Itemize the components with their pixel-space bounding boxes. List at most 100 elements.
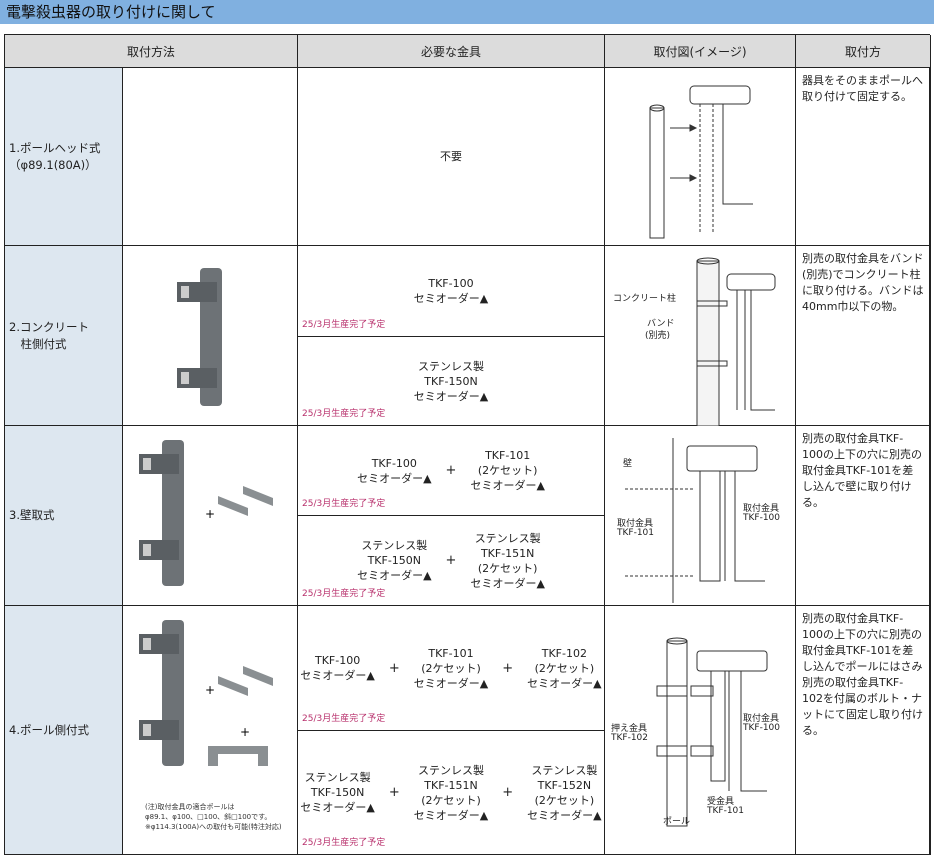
part-line: (2ケセット): [534, 661, 595, 675]
part-group: TKF-100 セミオーダー▲: [300, 653, 374, 683]
product-image-cell: [123, 68, 298, 246]
part-line: TKF-100: [315, 654, 361, 667]
part-line: (2ケセット): [477, 561, 538, 575]
method-cell: 4.ポール側付式: [5, 606, 123, 855]
part-line: ステンレス製: [304, 771, 371, 784]
instructions-text: 別売の取付金具をバンド(別売)でコンクリート柱に取り付ける。バンドは40mm巾以…: [802, 252, 924, 313]
part-group: TKF-102(2ケセット)セミオーダー▲: [527, 646, 601, 691]
production-end-note: 25/3月生産完了予定: [302, 714, 386, 724]
header-label: 取付方法: [126, 44, 175, 59]
plus-sign: +: [502, 785, 514, 800]
method-label: 4.ポール側付式: [9, 722, 89, 737]
svg-text:+: +: [240, 725, 250, 739]
part-line: (2ケセット): [477, 464, 538, 477]
production-end-note: 25/3月生産完了予定: [302, 320, 386, 330]
part-line: ステンレス製: [418, 359, 484, 373]
method-label: 3.壁取式: [9, 508, 55, 522]
part-line: セミオーダー▲: [527, 676, 602, 690]
instructions-cell: 別売の取付金具をバンド(別売)でコンクリート柱に取り付ける。バンドは40mm巾以…: [796, 246, 931, 426]
part-line: セミオーダー▲: [300, 669, 375, 682]
plus-sign: +: [388, 660, 400, 676]
part-group: TKF-101(2ケセット)セミオーダー▲: [470, 448, 544, 493]
diagram-label: バンド: [647, 319, 675, 329]
method-label: 1.ポールヘッド式: [9, 140, 101, 155]
svg-text:+: +: [205, 683, 215, 697]
part-line: TKF-151N: [480, 546, 535, 560]
instructions-cell: 器具をそのままポールへ取り付けて固定する。: [796, 68, 931, 246]
diagram-label: 押え金具: [611, 724, 648, 734]
instructions-text: 別売の取付金具TKF-100の上下の穴に別売の取付金具TKF-101を差し込んで…: [802, 612, 923, 737]
bracket-photo: +: [139, 440, 273, 586]
part-line: セミオーダー▲: [470, 576, 545, 590]
part-line: ステンレス製: [361, 539, 428, 552]
diagram-label: 受金具: [707, 797, 735, 807]
part-line: (2ケセット): [421, 793, 481, 807]
footnote-line: φ89.1、φ100、□100、斜□100です。: [145, 813, 272, 821]
part-group: ステンレス製 TKF-150N セミオーダー▲: [300, 770, 374, 815]
bracket-photo: ++: [139, 620, 273, 766]
part-line: (2ケセット): [534, 793, 595, 807]
diagram-label: ポール: [663, 817, 691, 827]
diagram-label: TKF-100: [743, 513, 781, 523]
part-line: ステンレス製: [474, 531, 541, 545]
parts-cell: 不要: [298, 68, 605, 246]
part-group: TKF-101(2ケセット)セミオーダー▲: [414, 646, 488, 691]
part-line: セミオーダー▲: [413, 808, 489, 822]
header-label: 取付方: [844, 44, 881, 59]
part-line: セミオーダー▲: [413, 292, 489, 305]
diagram-cell: コンクリート柱バンド(別売): [605, 246, 796, 426]
header-cell: 必要な金具: [298, 35, 605, 68]
diagram-label: 取付金具: [743, 504, 780, 514]
bracket-photo: [177, 268, 222, 406]
part-line: TKF-152N: [537, 778, 592, 792]
instructions-text: 別売の取付金具TKF-100の上下の穴に別売の取付金具TKF-101を差し込んで…: [802, 432, 922, 509]
diagram-label: TKF-101: [617, 528, 655, 538]
part-line: TKF-100: [428, 277, 474, 290]
part-line: TKF-102: [541, 646, 587, 660]
part-line: ステンレス製: [531, 763, 598, 777]
part-line: セミオーダー▲: [300, 801, 375, 814]
header-cell: 取付方: [796, 35, 931, 68]
part-line: セミオーダー▲: [357, 471, 432, 485]
page-title: 電撃殺虫器の取り付けに関して: [0, 0, 934, 24]
method-cell: 3.壁取式: [5, 426, 123, 606]
method-label: （φ89.1(80A)）: [9, 157, 97, 172]
diagram-label: 取付金具: [617, 519, 654, 529]
diagram-label: 壁: [623, 459, 633, 469]
installation-diagram: [625, 438, 765, 603]
diagram-label: 取付金具: [743, 714, 780, 724]
plus-sign: +: [388, 785, 400, 800]
header-label: 取付図(イメージ): [653, 44, 747, 59]
header-cell: 取付図(イメージ): [605, 35, 796, 68]
part-line: TKF-150N: [367, 554, 422, 567]
part-line: セミオーダー▲: [470, 479, 545, 492]
mounting-table: 取付方法 必要な金具 取付図(イメージ) 取付方 1.ポールヘッド式 （φ89.1(80A…: [4, 34, 931, 855]
part-line: (2ケセット): [421, 661, 481, 675]
parts-none: 不要: [440, 150, 462, 163]
part-line: セミオーダー▲: [527, 808, 602, 822]
diagram-label: TKF-101: [707, 806, 745, 816]
production-end-note: 25/3月生産完了予定: [302, 589, 386, 599]
part-group: TKF-100 セミオーダー▲: [414, 276, 488, 306]
diagram-label: (別売): [645, 331, 671, 341]
part-line: TKF-150N: [310, 786, 365, 799]
method-cell: 2.コンクリート 柱側付式: [5, 246, 123, 426]
header-label: 必要な金具: [420, 44, 481, 59]
footnote-line: (注)取付金具の適合ポールは: [145, 803, 235, 811]
part-line: セミオーダー▲: [413, 389, 489, 403]
product-image-cell: [123, 246, 298, 426]
diagram-cell: [605, 68, 796, 246]
installation-diagram: [696, 257, 776, 426]
header-cell: 取付方法: [5, 35, 298, 68]
instructions-cell: 別売の取付金具TKF-100の上下の穴に別売の取付金具TKF-101を差し込んで…: [796, 426, 931, 606]
